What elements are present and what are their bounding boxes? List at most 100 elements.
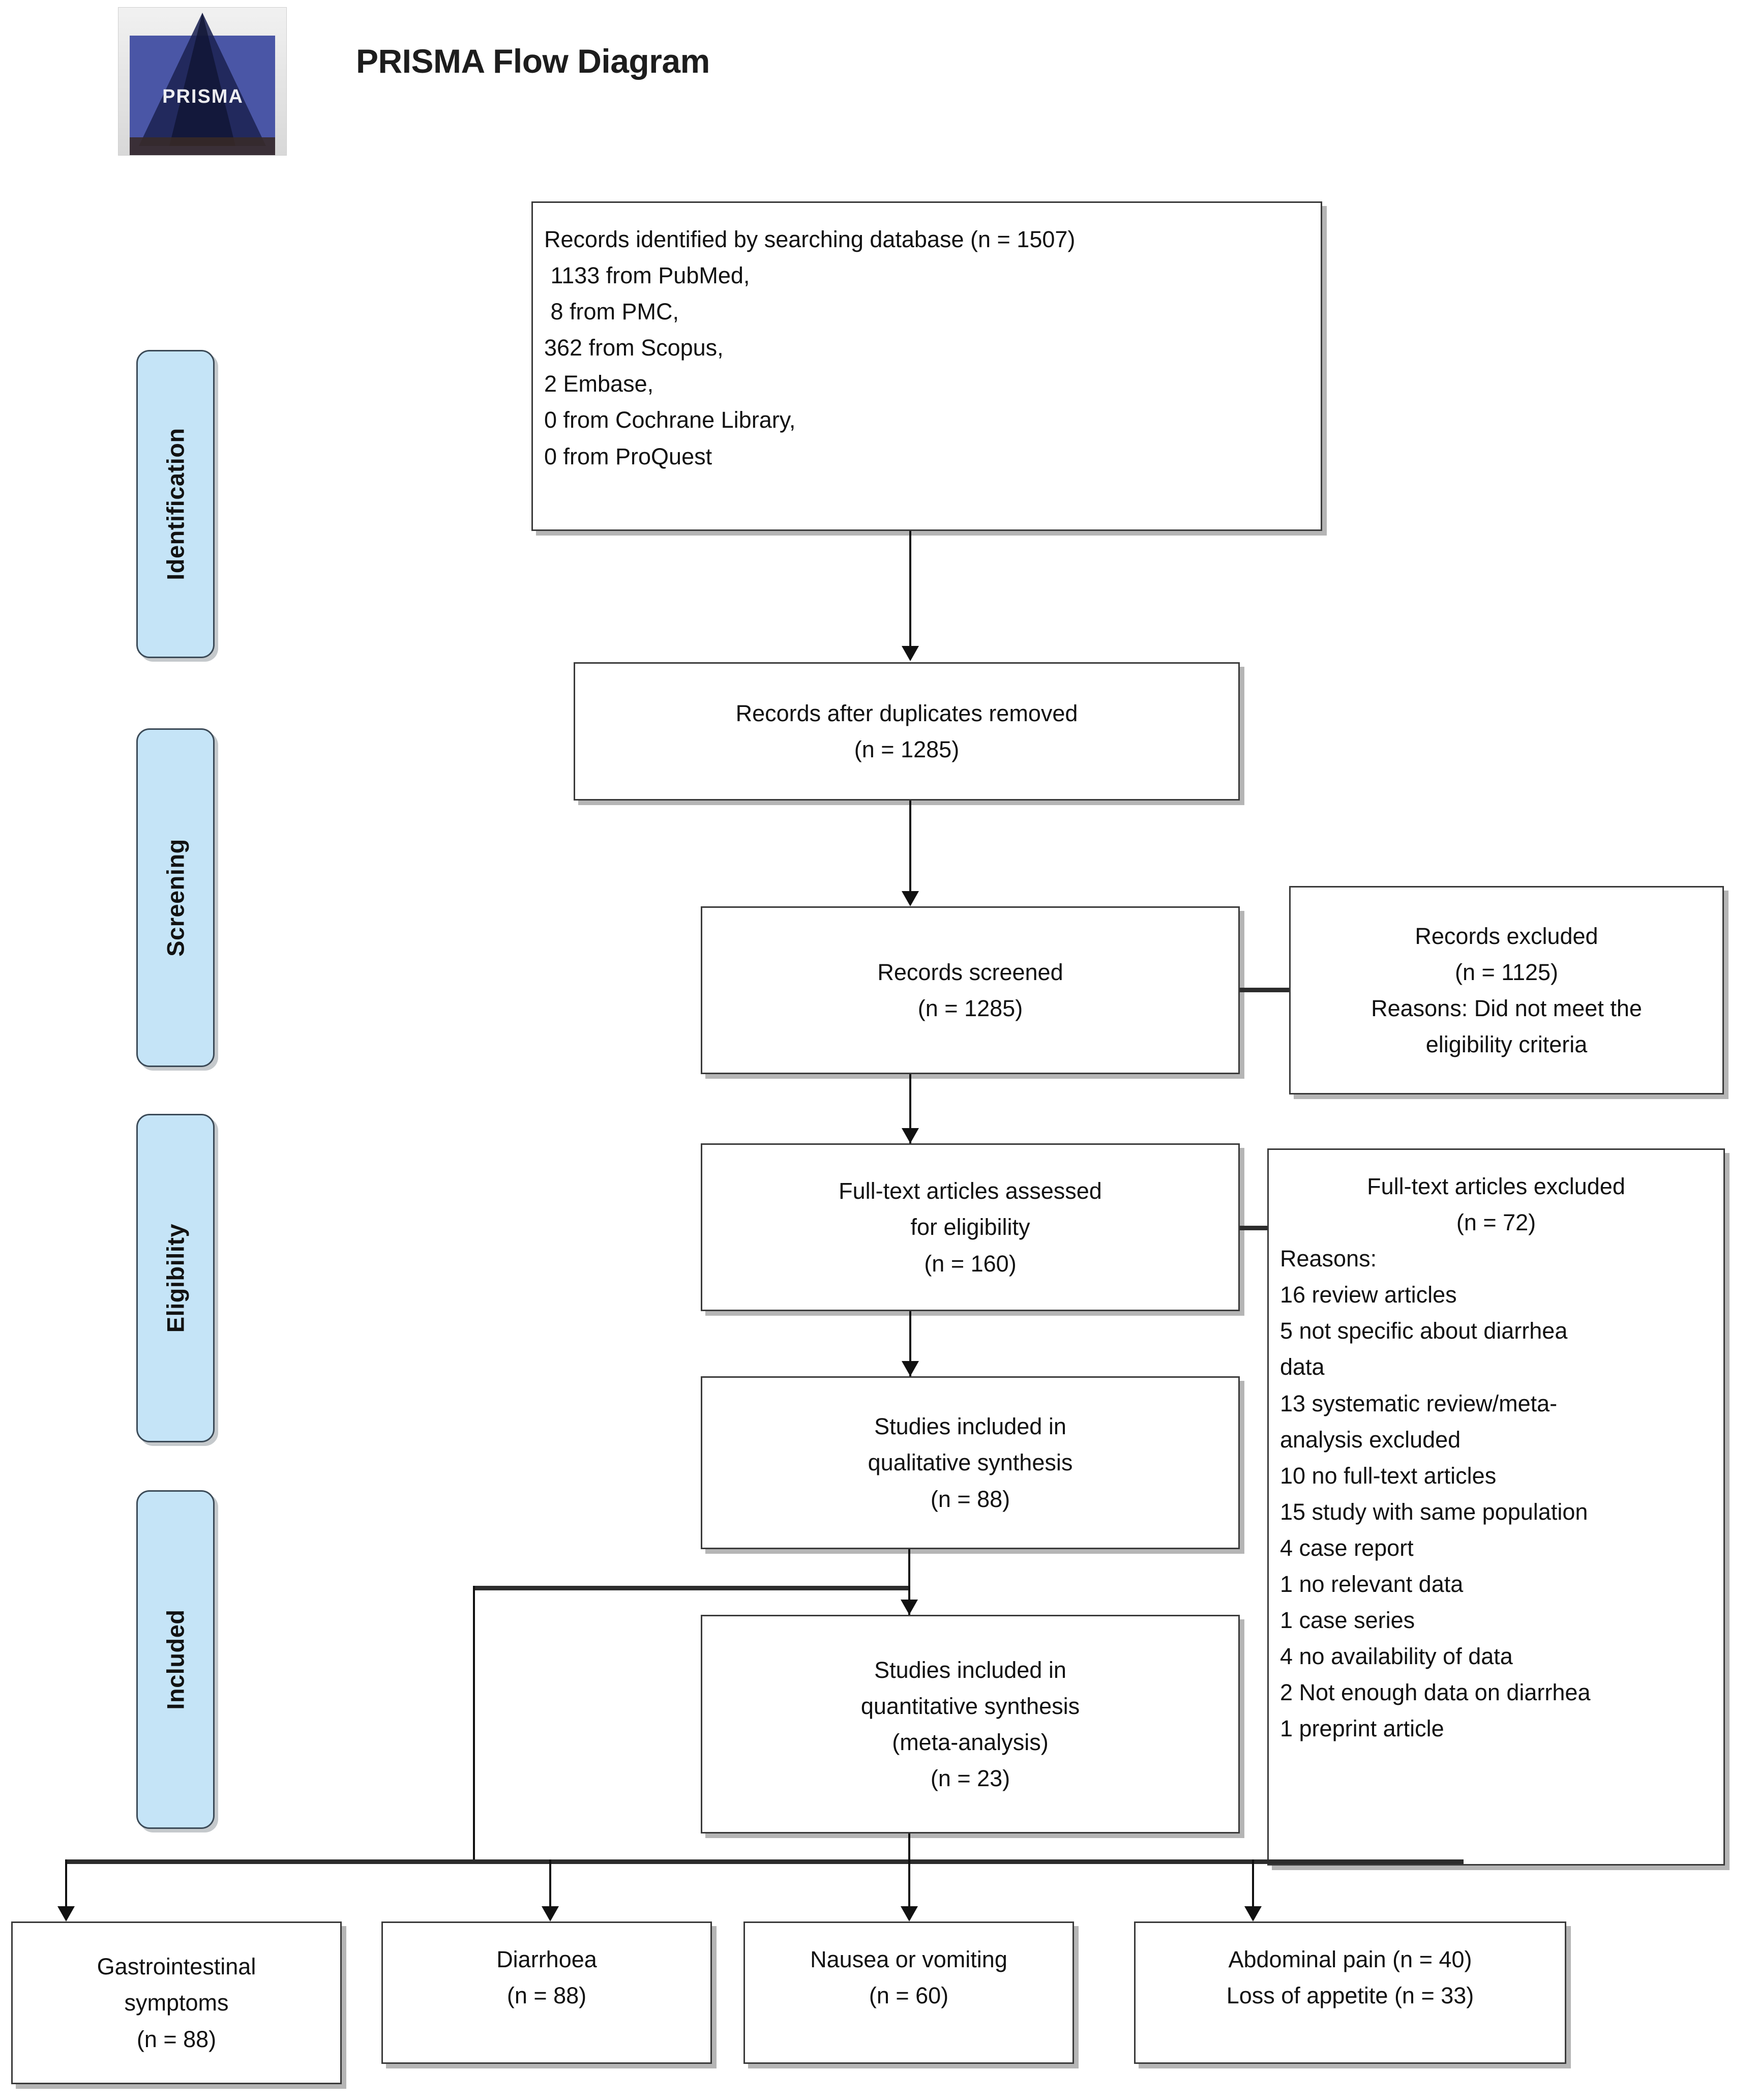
box-qualitative-synthesis-text: Studies included in qualitative synthesi…: [713, 1408, 1227, 1517]
text-line: Nausea or vomiting: [810, 1946, 1007, 1972]
connector-bus-to-abdominal: [1252, 1859, 1254, 1915]
text-line: Reasons:: [1280, 1246, 1377, 1272]
box-records-screened-text: Records screened (n = 1285): [713, 954, 1227, 1026]
text-line: Records excluded: [1415, 923, 1598, 949]
text-line: analysis excluded: [1280, 1426, 1461, 1453]
text-line: 2 Embase,: [544, 371, 654, 397]
text-line: 16 review articles: [1280, 1282, 1457, 1308]
page-title: PRISMA Flow Diagram: [356, 42, 710, 80]
connector-qualitative-to-quantitative: [908, 1549, 910, 1615]
arrow-bus-to-diarrhoea: [542, 1906, 559, 1921]
box-fulltext-assessed: Full-text articles assessed for eligibil…: [701, 1143, 1240, 1311]
text-line: (n = 60): [869, 1983, 949, 2009]
phase-label-identification: Identification: [162, 428, 189, 580]
arrow-bus-to-gi: [57, 1906, 75, 1921]
text-line: Full-text articles assessed: [839, 1178, 1102, 1204]
connector-duplicates-to-screened: [909, 801, 911, 902]
arrow-bus-to-nausea: [901, 1906, 918, 1921]
text-line: Abdominal pain (n = 40): [1228, 1946, 1472, 1972]
logo-prism-shape: [130, 13, 275, 155]
phase-tab-included: Included: [136, 1490, 215, 1829]
text-line: Records after duplicates removed: [735, 700, 1078, 726]
box-duplicates-removed: Records after duplicates removed (n = 12…: [574, 662, 1240, 801]
text-line: 0 from ProQuest: [544, 443, 712, 469]
text-line: Loss of appetite (n = 33): [1226, 1983, 1474, 2009]
text-line: (n = 1125): [1454, 959, 1559, 985]
text-line: symptoms: [124, 1990, 229, 2016]
phase-tab-identification: Identification: [136, 350, 215, 658]
text-line: 10 no full-text articles: [1280, 1462, 1497, 1489]
box-outcome-abdominal-pain: Abdominal pain (n = 40) Loss of appetite…: [1134, 1921, 1566, 2064]
phase-label-included: Included: [162, 1609, 189, 1710]
text-line: qualitative synthesis: [868, 1450, 1073, 1476]
text-line: 8 from PMC,: [544, 299, 679, 325]
text-line-heading: (n = 72): [1456, 1209, 1536, 1236]
phase-label-screening: Screening: [162, 839, 189, 957]
text-line: Diarrhoea: [496, 1946, 597, 1972]
arrow-identified-to-duplicates: [902, 646, 919, 661]
arrow-fulltext-to-qualitative: [902, 1361, 919, 1376]
text-line: Studies included in: [874, 1657, 1066, 1683]
text-line: 1 no relevant data: [1280, 1571, 1464, 1598]
text-line: 13 systematic review/meta-: [1280, 1390, 1558, 1416]
box-fulltext-excluded-text: Full-text articles excluded (n = 72) Rea…: [1280, 1168, 1712, 1747]
box-records-identified-text: Records identified by searching database…: [544, 221, 1309, 475]
text-line: (n = 88): [506, 1983, 587, 2009]
text-line: (n = 23): [930, 1765, 1010, 1792]
text-line: 1 case series: [1280, 1607, 1415, 1634]
connector-qualitative-bypass-down: [473, 1586, 475, 1860]
text-line: (meta-analysis): [892, 1729, 1049, 1755]
box-records-excluded: Records excluded (n = 1125) Reasons: Did…: [1289, 886, 1724, 1095]
phase-tab-eligibility: Eligibility: [136, 1114, 215, 1442]
box-duplicates-removed-text: Records after duplicates removed (n = 12…: [586, 695, 1227, 767]
box-quantitative-synthesis: Studies included in quantitative synthes…: [701, 1615, 1240, 1833]
text-line: (n = 160): [924, 1250, 1017, 1277]
text-line: eligibility criteria: [1425, 1031, 1588, 1058]
text-line: 1133 from PubMed,: [544, 262, 750, 289]
connector-fulltext-to-qualitative: [909, 1311, 911, 1377]
text-line: 4 case report: [1280, 1534, 1414, 1561]
prisma-logo-icon: PRISMA: [118, 7, 287, 156]
box-quantitative-synthesis-text: Studies included in quantitative synthes…: [713, 1652, 1227, 1796]
box-outcome-diarrhoea-text: Diarrhoea (n = 88): [394, 1941, 699, 2014]
arrow-screened-to-fulltext: [902, 1128, 919, 1143]
connector-identified-to-duplicates: [909, 531, 911, 658]
box-outcome-abdominal-pain-text: Abdominal pain (n = 40) Loss of appetite…: [1147, 1941, 1554, 2014]
text-line: (n = 1285): [917, 995, 1023, 1021]
text-line: Studies included in: [874, 1413, 1066, 1440]
box-qualitative-synthesis: Studies included in qualitative synthesi…: [701, 1376, 1240, 1549]
arrow-bus-to-abdominal: [1244, 1906, 1262, 1921]
text-line: Records screened: [877, 959, 1063, 985]
text-line: Reasons: Did not meet the: [1371, 995, 1642, 1021]
text-line: (n = 1285): [854, 736, 960, 762]
logo-wordmark: PRISMA: [162, 86, 244, 107]
box-outcome-diarrhoea: Diarrhoea (n = 88): [381, 1921, 712, 2064]
text-line: (n = 88): [136, 2026, 217, 2052]
text-line: 15 study with same population: [1280, 1498, 1588, 1525]
box-records-excluded-text: Records excluded (n = 1125) Reasons: Did…: [1302, 918, 1711, 1062]
box-fulltext-excluded: Full-text articles excluded (n = 72) Rea…: [1267, 1148, 1725, 1866]
connector-outcome-bus: [65, 1859, 1464, 1864]
connector-quantitative-down: [908, 1833, 910, 1861]
text-line: 2 Not enough data on diarrhea: [1280, 1679, 1591, 1706]
text-line: for eligibility: [910, 1214, 1030, 1240]
text-line: Gastrointestinal: [97, 1954, 256, 1980]
phase-tab-screening: Screening: [136, 728, 215, 1067]
connector-bus-to-gi: [65, 1859, 67, 1915]
box-outcome-nausea-vomiting-text: Nausea or vomiting (n = 60): [756, 1941, 1061, 2014]
text-line: 1 preprint article: [1280, 1716, 1444, 1742]
text-line: 362 from Scopus,: [544, 335, 724, 361]
box-records-screened: Records screened (n = 1285): [701, 906, 1240, 1074]
text-line-heading: Full-text articles excluded: [1367, 1173, 1625, 1199]
connector-bus-to-nausea: [908, 1859, 910, 1915]
connector-bus-to-diarrhoea: [549, 1859, 551, 1915]
connector-screened-to-fulltext: [909, 1074, 911, 1145]
phase-label-eligibility: Eligibility: [162, 1223, 189, 1333]
box-outcome-gastrointestinal: Gastrointestinal symptoms (n = 88): [11, 1921, 342, 2084]
text-line: (n = 88): [930, 1486, 1010, 1512]
box-outcome-gastrointestinal-text: Gastrointestinal symptoms (n = 88): [24, 1948, 329, 2057]
text-line: data: [1280, 1354, 1325, 1380]
text-line: Records identified by searching database…: [544, 226, 1076, 252]
box-fulltext-assessed-text: Full-text articles assessed for eligibil…: [713, 1173, 1227, 1281]
